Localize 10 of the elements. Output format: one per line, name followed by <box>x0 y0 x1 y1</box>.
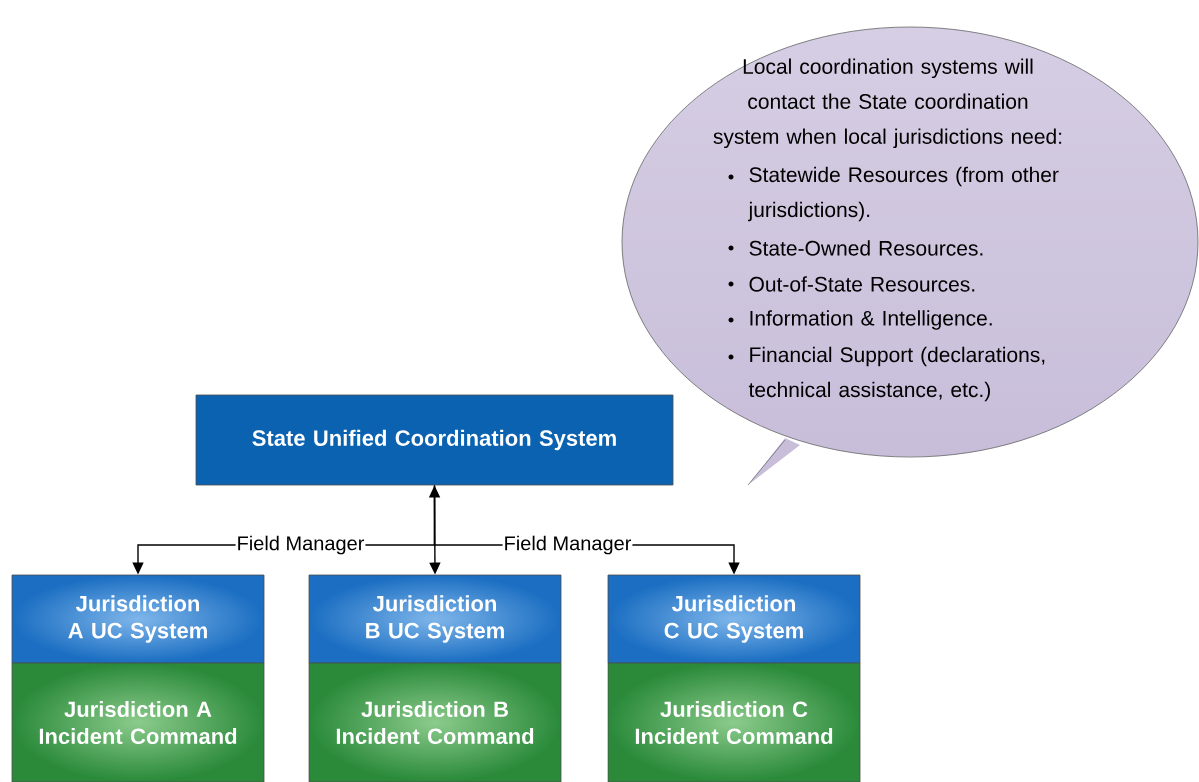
uc-system-box: Jurisdiction A UC System <box>11 574 265 664</box>
edge-label: Field Manager <box>502 534 633 556</box>
speech-bubble: Local coordination systems will contact the State coordination system when local jurisdictions need: Statewide Resources (from other jurisdictions). State-Owned Resources. Out-of-State Resources. Information & Intelligence. Financial Support (declarations, technical assistance, etc.) <box>621 26 1199 486</box>
uc-system-box: Jurisdiction C UC System <box>607 574 861 664</box>
incident-command-box: Jurisdiction B Incident Command <box>308 662 562 782</box>
incident-command-box: Jurisdiction A Incident Command <box>11 662 265 782</box>
edge-label: Field Manager <box>235 534 366 556</box>
uc-system-box: Jurisdiction B UC System <box>308 574 562 664</box>
state-coordination-box: State Unified Coordination System <box>195 394 674 486</box>
incident-command-box: Jurisdiction C Incident Command <box>607 662 861 782</box>
